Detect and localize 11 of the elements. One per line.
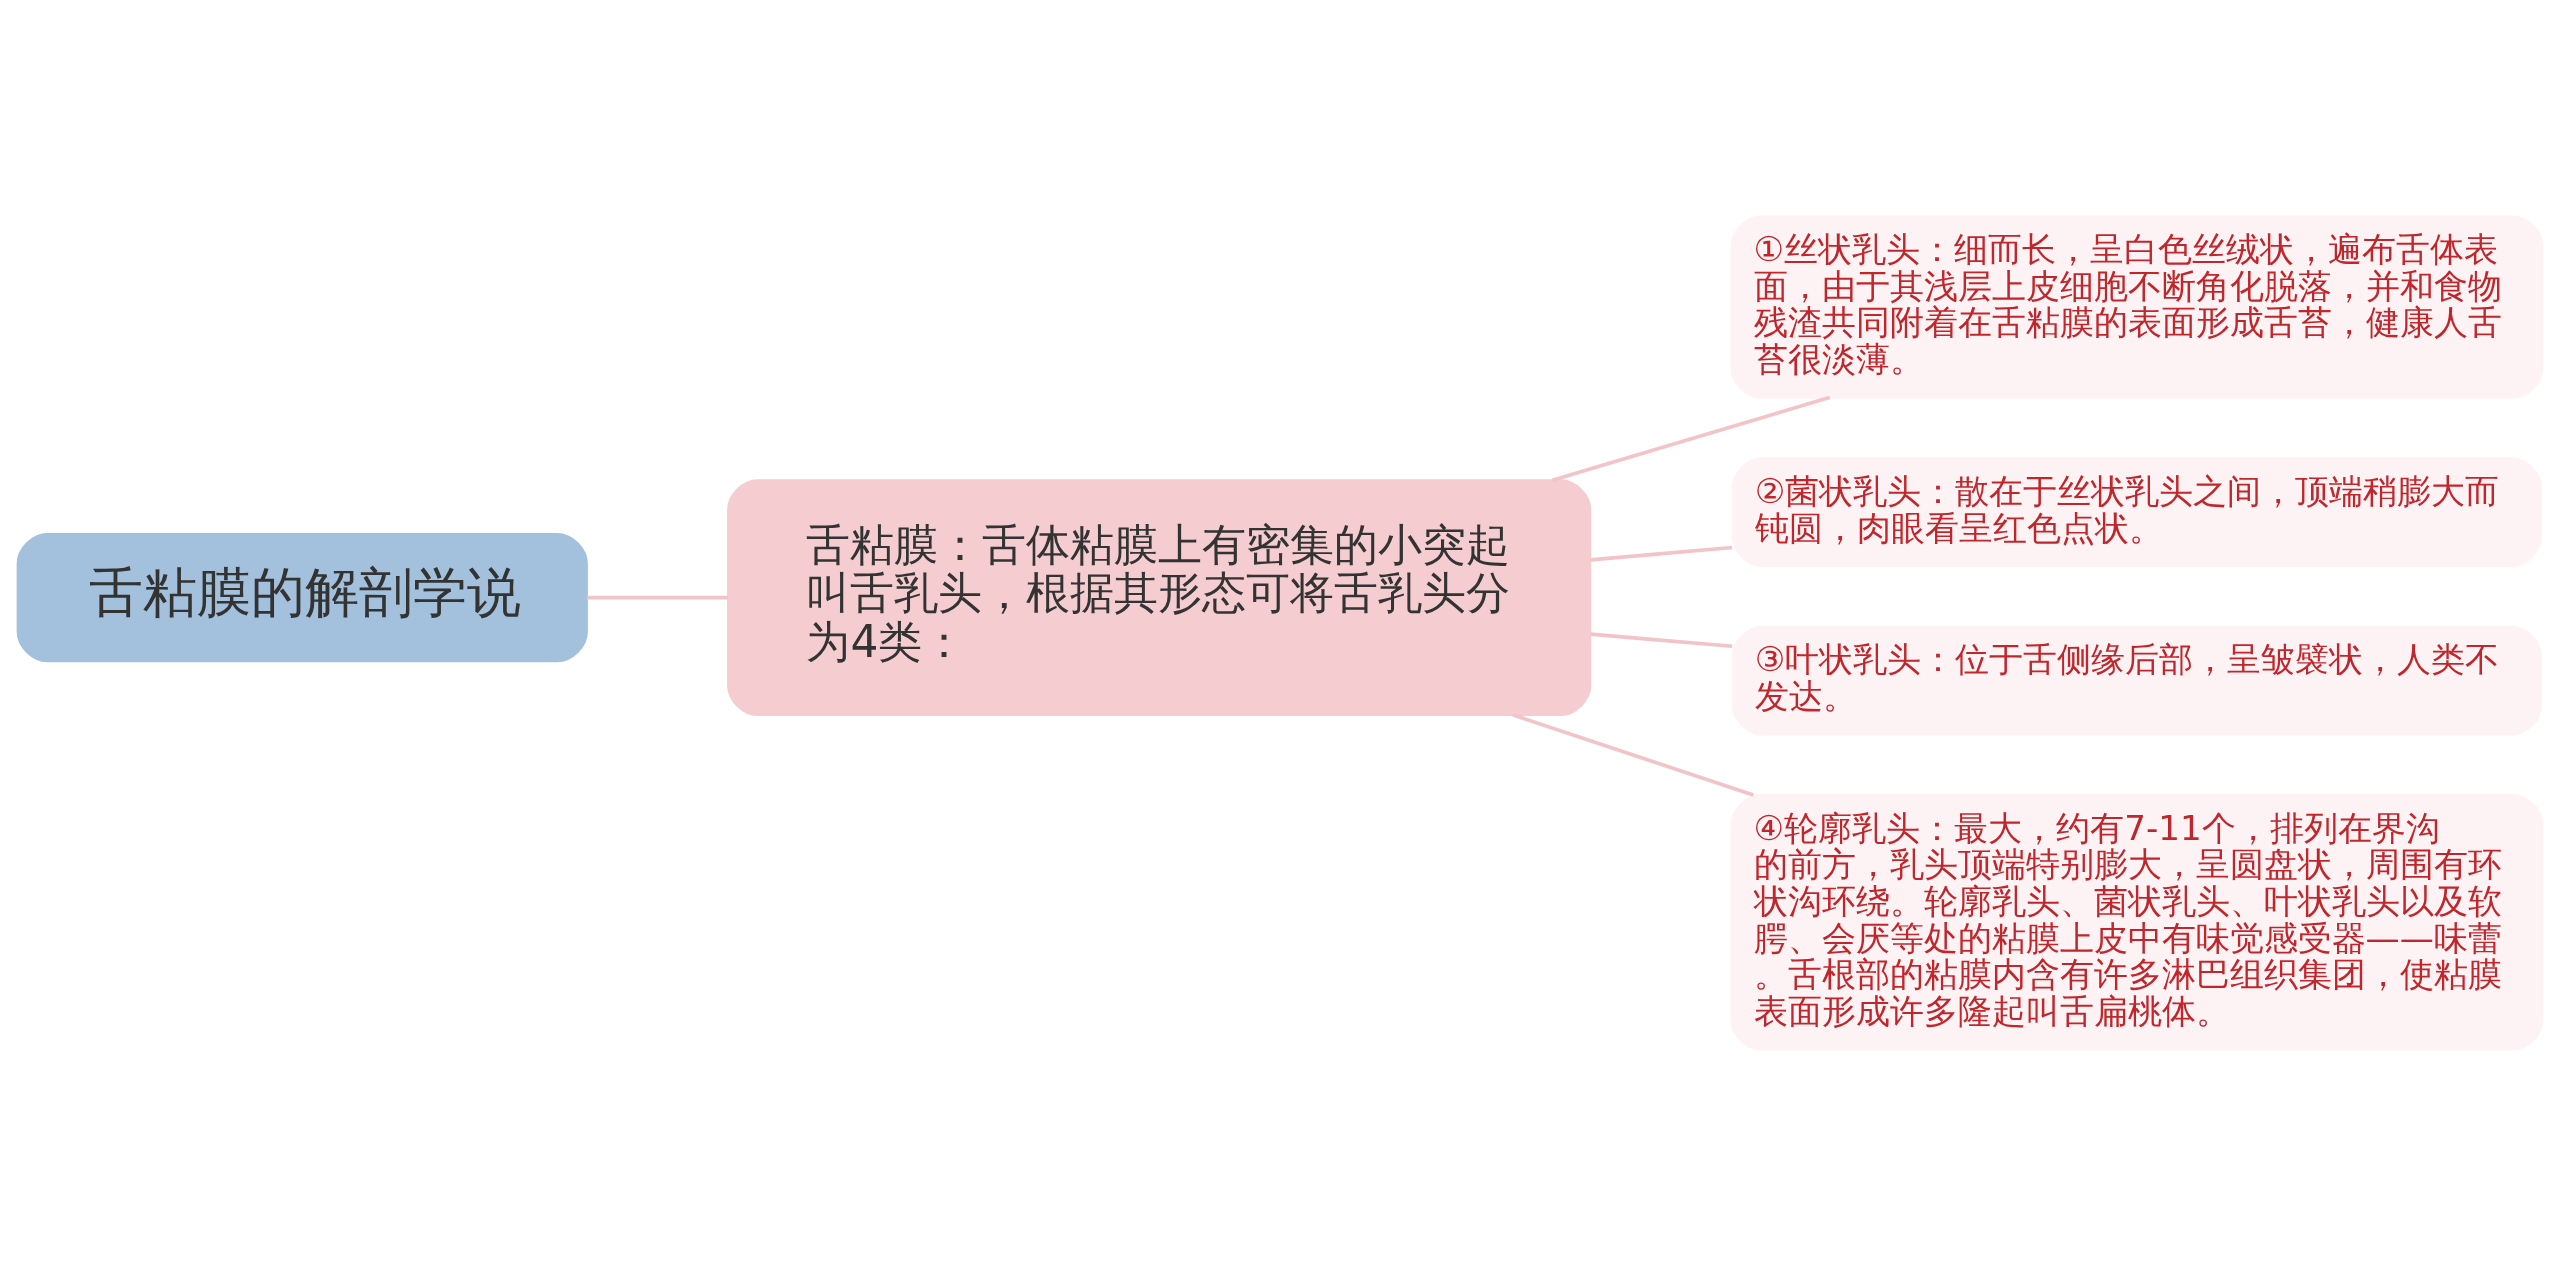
connector — [587, 595, 729, 600]
node-box: ②菌状乳头：散在于丝状乳头之间，顶端稍膨大而钝圆，肉眼看呈红色点状。 — [1731, 457, 2543, 568]
connector — [1590, 632, 1733, 649]
node-box: 舌粘膜的解剖学说 — [16, 532, 588, 663]
node-box: ④轮廓乳头：最大，约有7-11个，排列在界沟的前方，乳头顶端特别膨大，呈圆盘状，周围有环状沟环绕。轮廓乳头、菌状乳头、叶状乳头以及软腭、会厌等处的粘膜上皮中有味觉感受器——味蕾。舌根部的粘膜内含有许多淋巴组织集团，使粘膜表面形成许多隆起叫舌扁桃体。 — [1730, 794, 2544, 1051]
connector — [1590, 545, 1733, 562]
node-box: ①丝状乳头：细而长，呈白色丝绒状，遍布舌体表面，由于其浅层上皮细胞不断角化脱落，并和食物残渣共同附着在舌粘膜的表面形成舌苔，健康人舌苔很淡薄。 — [1730, 215, 2544, 399]
node-box: ③叶状乳头：位于舌侧缘后部，呈皱襞状，人类不发达。 — [1731, 625, 2543, 736]
connector — [1552, 395, 1831, 482]
node-box: 舌粘膜：舌体粘膜上有密集的小突起叫舌乳头，根据其形态可将舌乳头分为4类： — [727, 479, 1592, 716]
connector — [1512, 713, 1754, 797]
